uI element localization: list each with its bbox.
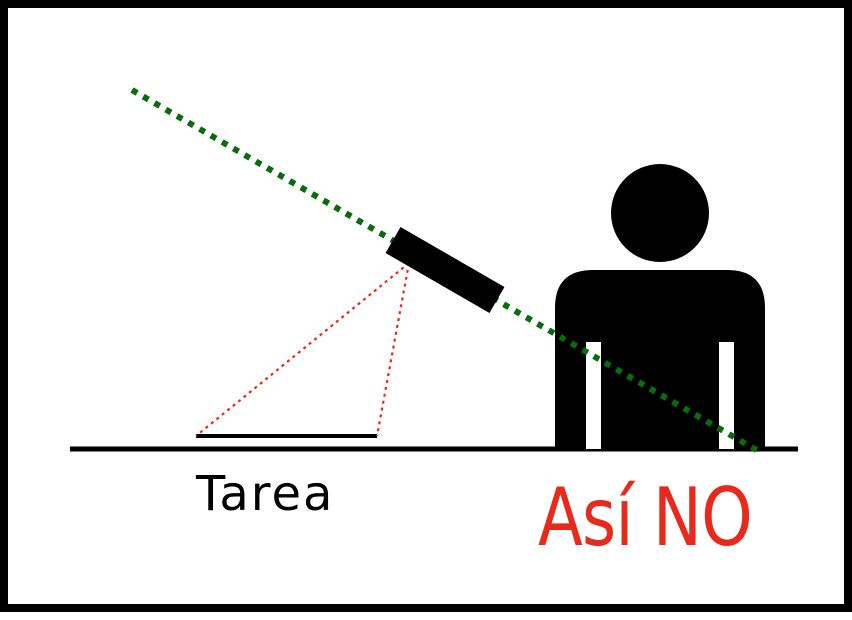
tablet-device-icon	[385, 227, 505, 313]
arm-gap-left	[586, 342, 601, 449]
gaze-line	[130, 87, 762, 455]
verdict-label: Así NO	[538, 471, 753, 564]
person-silhouette-icon	[555, 164, 765, 449]
view-cone-left	[195, 262, 410, 437]
arm-gap-right	[719, 342, 734, 449]
person-head	[611, 164, 709, 262]
posture-diagram	[70, 87, 798, 455]
person-body	[555, 270, 765, 449]
task-label: Tarea	[196, 466, 335, 522]
view-cone-right	[375, 262, 411, 437]
